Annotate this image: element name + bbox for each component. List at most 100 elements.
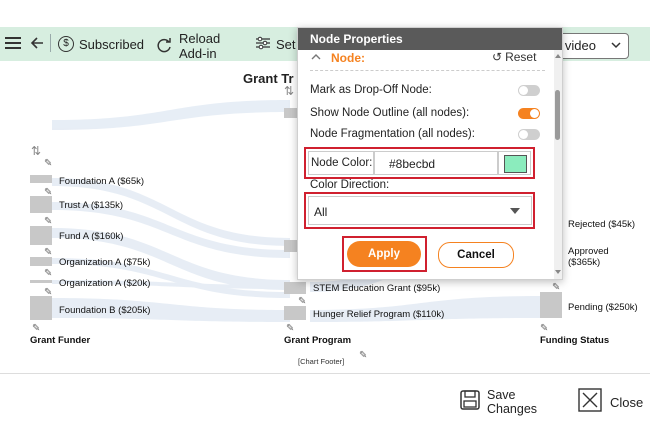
funder-label: Organization A ($75k) xyxy=(59,257,151,268)
funder-node[interactable] xyxy=(30,257,52,266)
reload-addin-button[interactable]: Reload Add-in xyxy=(155,31,220,61)
edit-pencil-icon[interactable]: ✎ xyxy=(44,247,53,258)
subscribed-label: Subscribed xyxy=(79,36,145,52)
highlight-box xyxy=(342,236,427,272)
edit-pencil-icon[interactable]: ✎ xyxy=(44,268,53,279)
status-label: Approved xyxy=(568,246,609,257)
flow-link xyxy=(52,258,290,298)
node-color-input[interactable]: #8becbd xyxy=(374,151,498,175)
program-node[interactable] xyxy=(284,282,306,294)
funder-label: Foundation B ($205k) xyxy=(59,305,151,316)
funder-label: Organization A ($20k) xyxy=(59,278,151,289)
flow-link xyxy=(52,298,290,322)
dropdown-triangle-icon xyxy=(510,208,520,214)
panel-header: Node Properties xyxy=(298,28,562,50)
program-label: STEM Education Grant ($95k) xyxy=(313,283,441,294)
funder-node[interactable] xyxy=(30,280,52,283)
funder-node[interactable] xyxy=(30,196,52,213)
dollar-circle-icon: $ xyxy=(58,36,74,52)
scroll-down-arrow-icon[interactable] xyxy=(555,270,561,274)
chevron-down-icon xyxy=(610,39,622,54)
axis-label-grant-funder: Grant Funder xyxy=(30,335,91,346)
flow-link xyxy=(52,228,290,290)
show-outline-label: Show Node Outline (all nodes): xyxy=(310,107,470,119)
save-label-line1: Save xyxy=(487,388,516,402)
funder-label: Trust A ($135k) xyxy=(59,200,124,211)
edit-pencil-icon[interactable]: ✎ xyxy=(44,287,53,298)
cancel-button[interactable]: Cancel xyxy=(438,242,514,268)
edit-pencil-icon[interactable]: ✎ xyxy=(359,350,368,361)
edit-pencil-icon[interactable]: ✎ xyxy=(552,282,561,293)
reset-label: Reset xyxy=(505,50,537,64)
highlight-box xyxy=(304,192,535,229)
node-color-label-box: Node Color: xyxy=(308,151,374,175)
reload-label-line1: Reload xyxy=(179,31,221,46)
color-swatch-box[interactable] xyxy=(498,151,531,175)
save-label-line2: Changes xyxy=(487,402,538,416)
status-label: Pending ($250k) xyxy=(568,302,638,313)
flow-link xyxy=(310,296,540,322)
settings-label: Set xyxy=(276,37,296,52)
axis-label-funding-status: Funding Status xyxy=(540,335,610,346)
scrollbar-thumb[interactable] xyxy=(555,90,560,140)
panel-title: Node Properties xyxy=(310,32,403,46)
subscribed-button[interactable]: $ Subscribed xyxy=(58,36,144,52)
funder-node[interactable] xyxy=(30,226,52,245)
color-direction-select[interactable]: All xyxy=(308,196,532,225)
sort-icon[interactable]: ⇅ xyxy=(31,144,42,158)
toolbar-divider xyxy=(50,34,51,52)
funder-node[interactable] xyxy=(30,296,52,320)
chart-title: Grant Tr xyxy=(243,71,294,86)
status-label: Rejected ($45k) xyxy=(568,219,636,230)
node-color-label: Node Color: xyxy=(311,157,373,169)
close-button[interactable]: Close xyxy=(578,388,643,417)
edit-pencil-icon[interactable]: ✎ xyxy=(540,323,549,334)
flow-link xyxy=(52,178,290,246)
sort-icon[interactable]: ⇅ xyxy=(284,84,295,98)
color-direction-value: All xyxy=(314,205,328,219)
chevron-up-icon[interactable] xyxy=(310,50,322,68)
scrollbar-track[interactable] xyxy=(554,50,562,279)
back-arrow-icon[interactable] xyxy=(28,35,46,51)
status-label: ($365k) xyxy=(568,257,601,268)
edit-pencil-icon[interactable]: ✎ xyxy=(286,323,295,334)
cancel-label: Cancel xyxy=(457,249,495,261)
close-label: Close xyxy=(610,395,644,410)
program-label: Hunger Relief Program ($110k) xyxy=(313,309,445,320)
edit-pencil-icon[interactable]: ✎ xyxy=(298,296,307,307)
sliders-icon xyxy=(255,36,271,53)
chart-footer[interactable]: [Chart Footer] xyxy=(298,357,345,366)
edit-pencil-icon[interactable]: ✎ xyxy=(44,158,53,169)
apply-button[interactable]: Apply xyxy=(347,241,421,267)
fragmentation-label: Node Fragmentation (all nodes): xyxy=(310,128,475,140)
color-swatch xyxy=(504,155,527,173)
edit-pencil-icon[interactable]: ✎ xyxy=(44,216,53,227)
bottom-bar: Save Changes Close xyxy=(0,373,650,440)
reset-button[interactable]: ↺ Reset xyxy=(492,50,536,64)
undo-icon: ↺ xyxy=(492,50,503,64)
save-changes-button[interactable]: Save Changes xyxy=(459,388,537,416)
show-outline-toggle[interactable] xyxy=(518,108,540,119)
mark-dropoff-toggle[interactable] xyxy=(518,85,540,96)
close-icon xyxy=(578,388,602,417)
settings-button[interactable]: Set xyxy=(255,36,296,53)
hamburger-menu-icon[interactable] xyxy=(4,35,22,51)
save-icon xyxy=(459,389,481,416)
edit-pencil-icon[interactable]: ✎ xyxy=(44,187,53,198)
video-label: o video xyxy=(554,38,596,53)
funder-label: Fund A ($160k) xyxy=(59,231,124,242)
reload-label-line2: Add-in xyxy=(179,46,217,61)
fragmentation-toggle[interactable] xyxy=(518,129,540,140)
node-color-value: #8becbd xyxy=(389,157,436,171)
program-node[interactable] xyxy=(284,306,306,320)
flow-link xyxy=(52,280,290,289)
funder-label: Foundation A ($65k) xyxy=(59,176,145,187)
edit-pencil-icon[interactable]: ✎ xyxy=(32,323,41,334)
status-node[interactable] xyxy=(540,292,562,318)
node-section-label: Node: xyxy=(331,51,365,65)
highlight-box xyxy=(304,147,535,179)
mark-dropoff-label: Mark as Drop-Off Node: xyxy=(310,84,432,96)
scroll-up-arrow-icon[interactable] xyxy=(555,54,561,58)
funder-node[interactable] xyxy=(30,175,52,183)
program-node[interactable] xyxy=(284,108,306,118)
